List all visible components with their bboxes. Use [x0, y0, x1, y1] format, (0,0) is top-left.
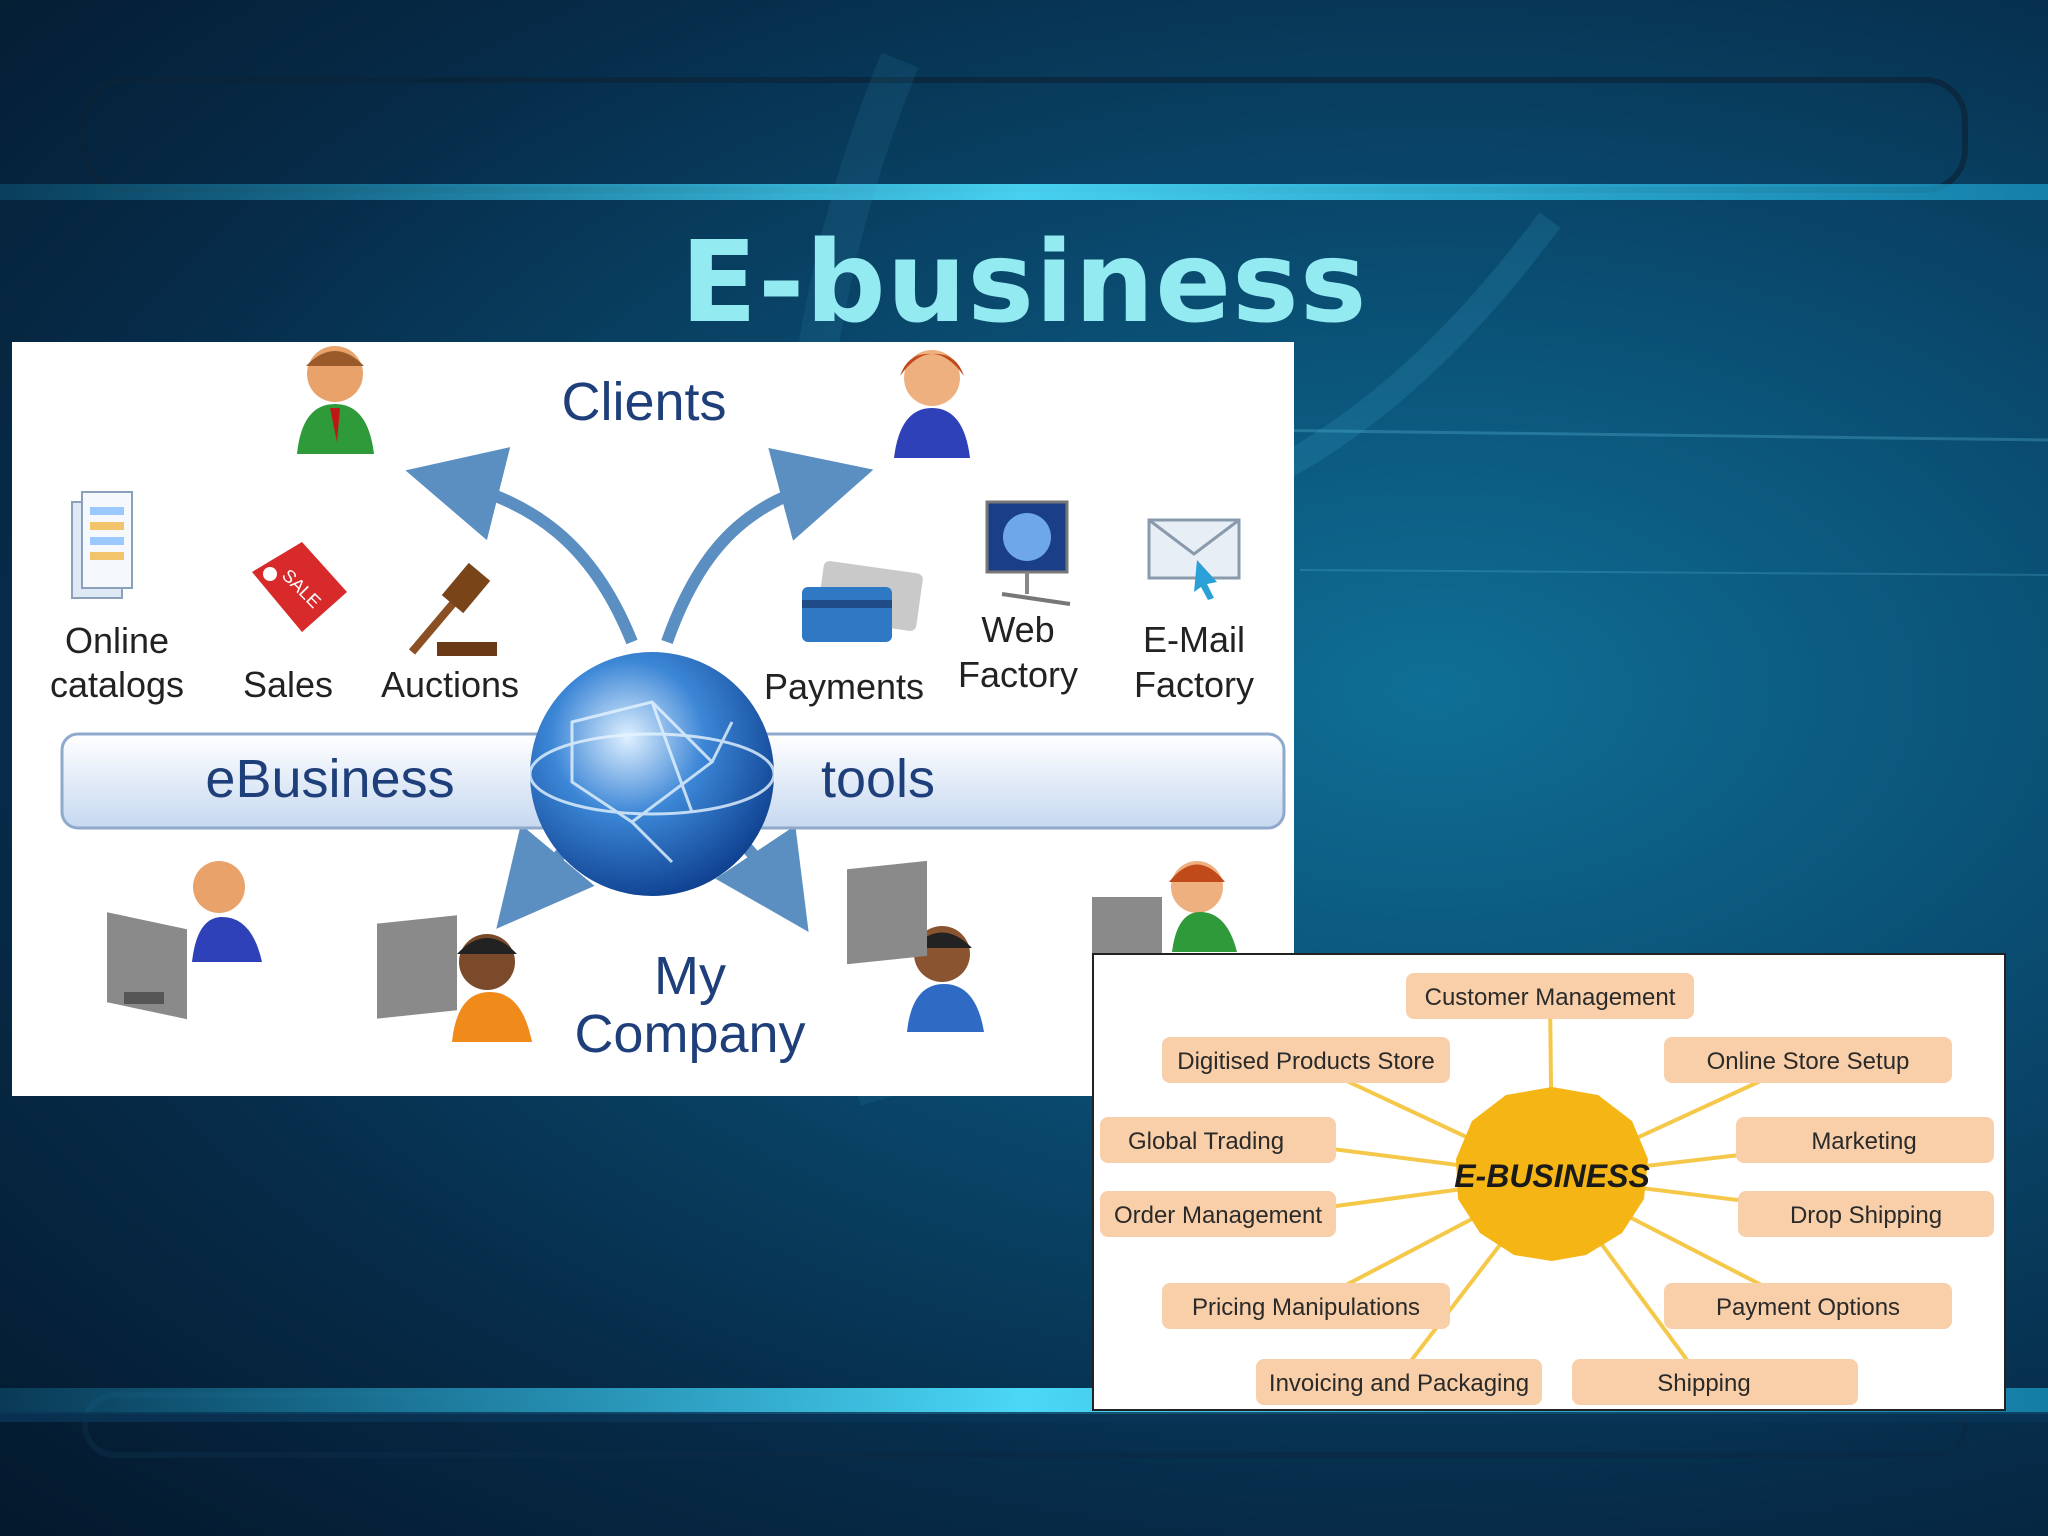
clients-label: Clients: [561, 372, 726, 432]
mindmap-item: Payment Options: [1664, 1283, 1952, 1329]
svg-text:Shipping: Shipping: [1657, 1370, 1750, 1397]
svg-text:Order Management: Order Management: [1114, 1202, 1322, 1229]
client-avatar-right: [894, 350, 970, 458]
sales-label: Sales: [243, 664, 333, 705]
employee-at-computer-3: [847, 860, 984, 1032]
email-factory-label-line1: E-Mail: [1143, 619, 1245, 660]
auction-gavel-icon: [408, 562, 497, 656]
web-factory-icon: [985, 500, 1071, 606]
payment-card-icon: [802, 561, 923, 642]
email-envelope-icon: [1147, 518, 1241, 600]
arrow-to-client-right: [661, 448, 874, 644]
svg-text:Online Store Setup: Online Store Setup: [1707, 1048, 1910, 1075]
email-factory-label-line2: Factory: [1134, 664, 1254, 705]
online-catalogs-label-line2: catalogs: [50, 664, 184, 705]
web-factory-label-line1: Web: [981, 609, 1054, 650]
ebusiness-hub-label: E-BUSINESS: [1454, 1158, 1650, 1194]
bar-label-ebusiness: eBusiness: [205, 749, 454, 809]
online-catalogs-label-line1: Online: [65, 620, 169, 661]
company-label-line2: Company: [574, 1004, 805, 1064]
svg-text:Payment Options: Payment Options: [1716, 1294, 1900, 1321]
ebusiness-mindmap: E-BUSINESS Customer Management Digitised…: [1092, 953, 2006, 1411]
mindmap-item: Customer Management: [1406, 973, 1694, 1019]
svg-text:Marketing: Marketing: [1811, 1128, 1916, 1155]
online-catalogs-icon: [71, 491, 133, 599]
mindmap-item: Order Management: [1100, 1191, 1336, 1237]
mindmap-item: Pricing Manipulations: [1162, 1283, 1450, 1329]
mindmap-item: Online Store Setup: [1664, 1037, 1952, 1083]
slide-title: E-business: [680, 218, 1368, 348]
mindmap-item: Digitised Products Store: [1162, 1037, 1450, 1083]
sale-tag-icon: SALE: [252, 542, 347, 632]
mindmap-item: Drop Shipping: [1738, 1191, 1994, 1237]
mindmap-item: Global Trading: [1100, 1117, 1336, 1163]
employee-at-computer-4: [1092, 861, 1237, 957]
auctions-label: Auctions: [381, 664, 519, 705]
employee-at-computer-2: [377, 915, 532, 1042]
svg-text:Digitised Products Store: Digitised Products Store: [1177, 1048, 1434, 1075]
svg-text:Customer Management: Customer Management: [1425, 984, 1676, 1011]
svg-text:Invoicing and Packaging: Invoicing and Packaging: [1269, 1370, 1529, 1397]
globe-icon: [528, 652, 776, 896]
arrow-to-client-left: [405, 447, 638, 645]
web-factory-label-line2: Factory: [958, 654, 1078, 695]
mindmap-item: Shipping: [1572, 1359, 1858, 1405]
svg-text:Global Trading: Global Trading: [1128, 1128, 1284, 1155]
company-label-line1: My: [654, 946, 726, 1006]
svg-text:Drop Shipping: Drop Shipping: [1790, 1202, 1942, 1229]
ebusiness-tools-diagram: eBusiness tools Clients My Company: [12, 342, 1294, 1096]
svg-text:Pricing Manipulations: Pricing Manipulations: [1192, 1294, 1420, 1321]
mindmap-item: Marketing: [1736, 1117, 1994, 1163]
payments-label: Payments: [764, 666, 924, 707]
employee-at-computer-1: [107, 861, 262, 1020]
ebusiness-hub: [1456, 1087, 1648, 1261]
client-avatar-left: [297, 346, 374, 454]
bar-label-tools: tools: [821, 749, 935, 809]
mindmap-item: Invoicing and Packaging: [1256, 1359, 1542, 1405]
